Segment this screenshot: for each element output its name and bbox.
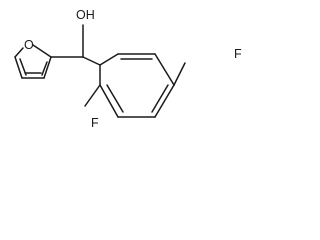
bond-b3-b4: [154, 53, 175, 86]
bond-b1-f-bottom: [84, 84, 101, 107]
bond-b4-f-top: [173, 62, 186, 86]
bond-b4-b5: [154, 84, 175, 118]
furan-ring: [14, 44, 52, 79]
benzene-ring: [99, 53, 175, 118]
bond-o-c2: [32, 44, 52, 58]
bond-c2-c2ring-double: [41, 61, 48, 76]
bond-b1-b2: [99, 53, 119, 66]
bond-carbinol-phenyl: [82, 56, 101, 66]
chemical-structure: O OH F F: [14, 8, 242, 130]
bond-c2-c3: [43, 56, 52, 79]
fluorine-bottom-label: F: [91, 116, 99, 130]
bond-b4-b5-double: [151, 84, 169, 113]
bond-c4-c5-double: [19, 58, 27, 76]
carbinol-bonds: [50, 24, 101, 66]
bond-b6-b1-double: [106, 84, 124, 113]
bond-b6-b1: [99, 84, 119, 118]
bond-c4-c5: [14, 56, 23, 79]
bond-c5-o: [14, 47, 24, 58]
fluorine-top-label: F: [234, 47, 242, 61]
hydroxyl-label: OH: [76, 8, 95, 22]
ring-oxygen-label: O: [24, 38, 34, 52]
